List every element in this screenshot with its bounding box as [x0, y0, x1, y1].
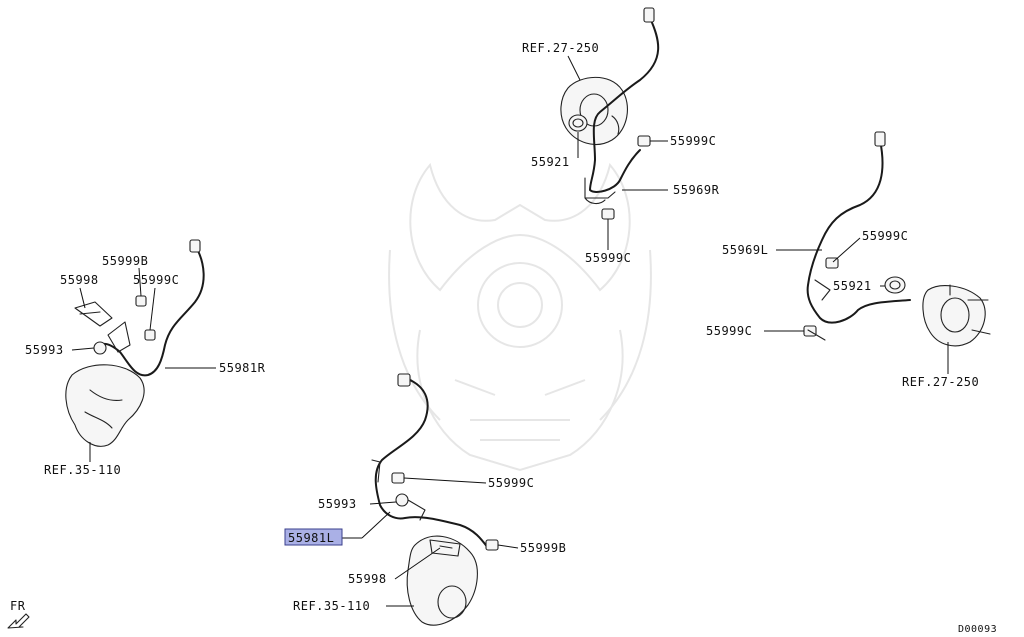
leader-lines [71, 55, 949, 607]
label-55981r[interactable]: 55981R [219, 361, 266, 375]
center-assembly [371, 373, 499, 626]
wheel-speed-sensor-harness-top [589, 17, 660, 193]
sensor-ring-right [884, 276, 906, 294]
label-55981l-highlight [284, 528, 343, 546]
label-55981l[interactable]: 55981L [288, 531, 334, 545]
callout-labels: REF.27-250 55921 55999C 55969R 55999C 55… [25, 41, 979, 613]
label-55999c-right-b[interactable]: 55999C [706, 324, 752, 338]
top-assembly [560, 7, 660, 220]
label-55969l[interactable]: 55969L [722, 243, 768, 257]
steering-knuckle-center [406, 535, 478, 626]
label-ref-27-250-top[interactable]: REF.27-250 [522, 41, 599, 55]
label-55999c-top-b[interactable]: 55999C [585, 251, 631, 265]
arrow-icon [7, 613, 30, 629]
label-55921-top[interactable]: 55921 [531, 155, 570, 169]
label-55998-left[interactable]: 55998 [60, 273, 99, 287]
hub-knuckle-right [922, 285, 986, 347]
label-55999c-left[interactable]: 55999C [133, 273, 179, 287]
label-55999c-top-a[interactable]: 55999C [670, 134, 716, 148]
label-55993-center[interactable]: 55993 [318, 497, 357, 511]
left-assembly [65, 239, 205, 447]
wheel-speed-sensor-harness-left [99, 244, 205, 377]
front-direction-indicator: FR [7, 599, 30, 629]
direction-label: FR [10, 599, 26, 613]
label-55999c-center[interactable]: 55999C [488, 476, 534, 490]
steering-knuckle-left [65, 364, 145, 447]
label-55921-right[interactable]: 55921 [833, 279, 872, 293]
label-55999b-left[interactable]: 55999B [102, 254, 148, 268]
right-assembly [803, 131, 991, 347]
label-ref-35-110-left[interactable]: REF.35-110 [44, 463, 121, 477]
wheel-speed-sensor-harness-center [374, 377, 489, 549]
label-55998-center[interactable]: 55998 [348, 572, 387, 586]
label-55993-left[interactable]: 55993 [25, 343, 64, 357]
sensor-ring-top [568, 114, 588, 132]
label-ref-35-110-center[interactable]: REF.35-110 [293, 599, 370, 613]
wheel-speed-sensor-harness-right [806, 139, 911, 324]
label-55999c-right-a[interactable]: 55999C [862, 229, 908, 243]
label-55969r[interactable]: 55969R [673, 183, 720, 197]
diagram-code: D00093 [958, 624, 997, 635]
watermark-emblem [388, 162, 652, 472]
label-55999b-center[interactable]: 55999B [520, 541, 566, 555]
label-ref-27-250-right[interactable]: REF.27-250 [902, 375, 979, 389]
